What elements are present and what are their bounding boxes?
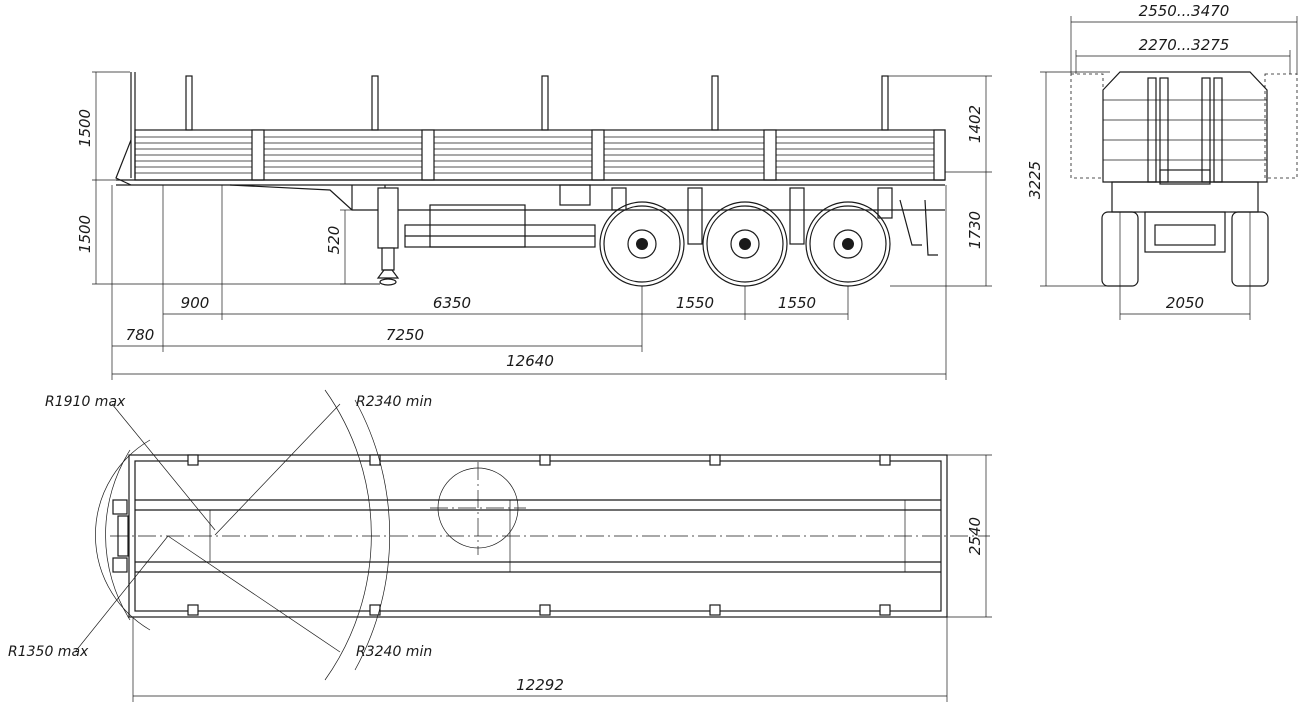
side-view: 1500 1500 1402 1730 520 900 6350 1550 15… xyxy=(76,71,992,380)
rear-view xyxy=(1040,16,1298,320)
radius-min-2: R3240 min xyxy=(356,644,432,660)
dim-axle-spacing-1: 1550 xyxy=(676,294,714,312)
chassis-frame xyxy=(116,179,945,248)
dim-overall-height: 3225 xyxy=(1026,161,1044,199)
radius-front-max: R1910 max xyxy=(45,394,126,410)
dim-kingpin-offset: 900 xyxy=(181,294,210,312)
dim-support-height: 520 xyxy=(325,226,343,255)
radius-kingpin-max: R1350 max xyxy=(8,644,89,660)
dim-kingpin-to-axle: 6350 xyxy=(433,294,471,312)
suspension xyxy=(611,187,938,256)
dim-front-overhang: 780 xyxy=(126,326,155,344)
dim-track: 2050 xyxy=(1166,294,1204,312)
dim-overall-length: 12640 xyxy=(506,352,554,370)
top-view xyxy=(74,389,992,702)
radius-min-1: R2340 min xyxy=(356,394,432,410)
front-headboard xyxy=(115,72,136,186)
dim-post-height: 1500 xyxy=(76,109,94,147)
dim-deck-height: 1500 xyxy=(76,215,94,253)
stakes xyxy=(185,75,889,131)
dim-width-inner: 2270...3275 xyxy=(1139,36,1230,54)
dim-axle-spacing-2: 1550 xyxy=(778,294,816,312)
wheels xyxy=(599,201,891,287)
dim-top-width: 2540 xyxy=(966,517,984,555)
side-boards xyxy=(134,129,946,181)
dim-width-outer: 2550...3470 xyxy=(1139,2,1230,20)
dim-kingpin-to-middle-axle: 7250 xyxy=(386,326,424,344)
side-view-dimensions xyxy=(92,71,992,380)
dim-post-height-rear: 1402 xyxy=(966,105,984,143)
landing-gear xyxy=(376,187,400,286)
dim-total-rear-height: 1730 xyxy=(966,211,984,249)
stake-pockets xyxy=(187,454,891,616)
dim-platform-length: 12292 xyxy=(516,676,564,694)
